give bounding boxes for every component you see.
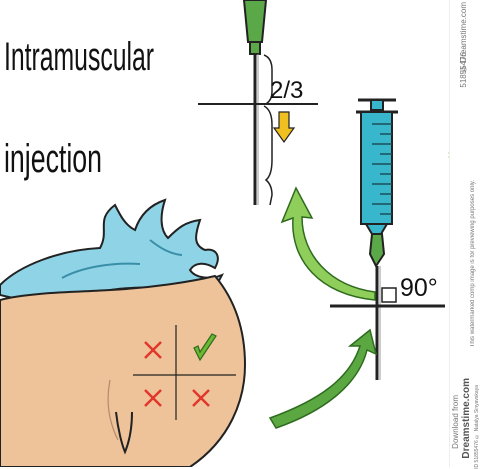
syringe	[330, 98, 445, 380]
stock-strip	[449, 0, 480, 467]
title-line-1: Intramuscular	[4, 35, 154, 79]
stock-site: Dreamstime.com	[461, 378, 472, 459]
depth-needle	[198, 0, 318, 206]
plunger-rod	[370, 99, 384, 111]
right-angle-mark	[381, 287, 397, 303]
check-mark	[193, 333, 217, 362]
cleft	[115, 411, 133, 455]
curved-arrow-up	[280, 186, 376, 301]
x-mark-upper-left	[144, 341, 162, 359]
brace-upper	[263, 54, 273, 105]
angle-label: 90°	[400, 274, 438, 302]
stock-notice: This watermarked comp image is for previ…	[470, 180, 476, 348]
stock-download-from: Download from	[451, 395, 460, 449]
stock-credit: ID 51855476 © Natalya Sinyavskaya	[474, 385, 480, 469]
syringe-barrel	[360, 111, 393, 225]
needle-hub-green	[368, 233, 386, 268]
curved-arrow-right	[268, 328, 378, 429]
x-mark-lower-left	[144, 389, 162, 407]
depth-arrow	[272, 111, 296, 144]
x-mark-lower-right	[192, 389, 210, 407]
stock-copyright: © Dreamstime.com	[459, 2, 468, 74]
syringe-tip	[364, 223, 389, 235]
barrel-scale	[372, 123, 392, 215]
brace-lower	[263, 105, 273, 206]
title-line-2: injection	[4, 137, 102, 181]
needle-hub	[242, 0, 268, 43]
fraction-label: 2/3	[270, 77, 303, 104]
buttocks	[0, 274, 247, 467]
